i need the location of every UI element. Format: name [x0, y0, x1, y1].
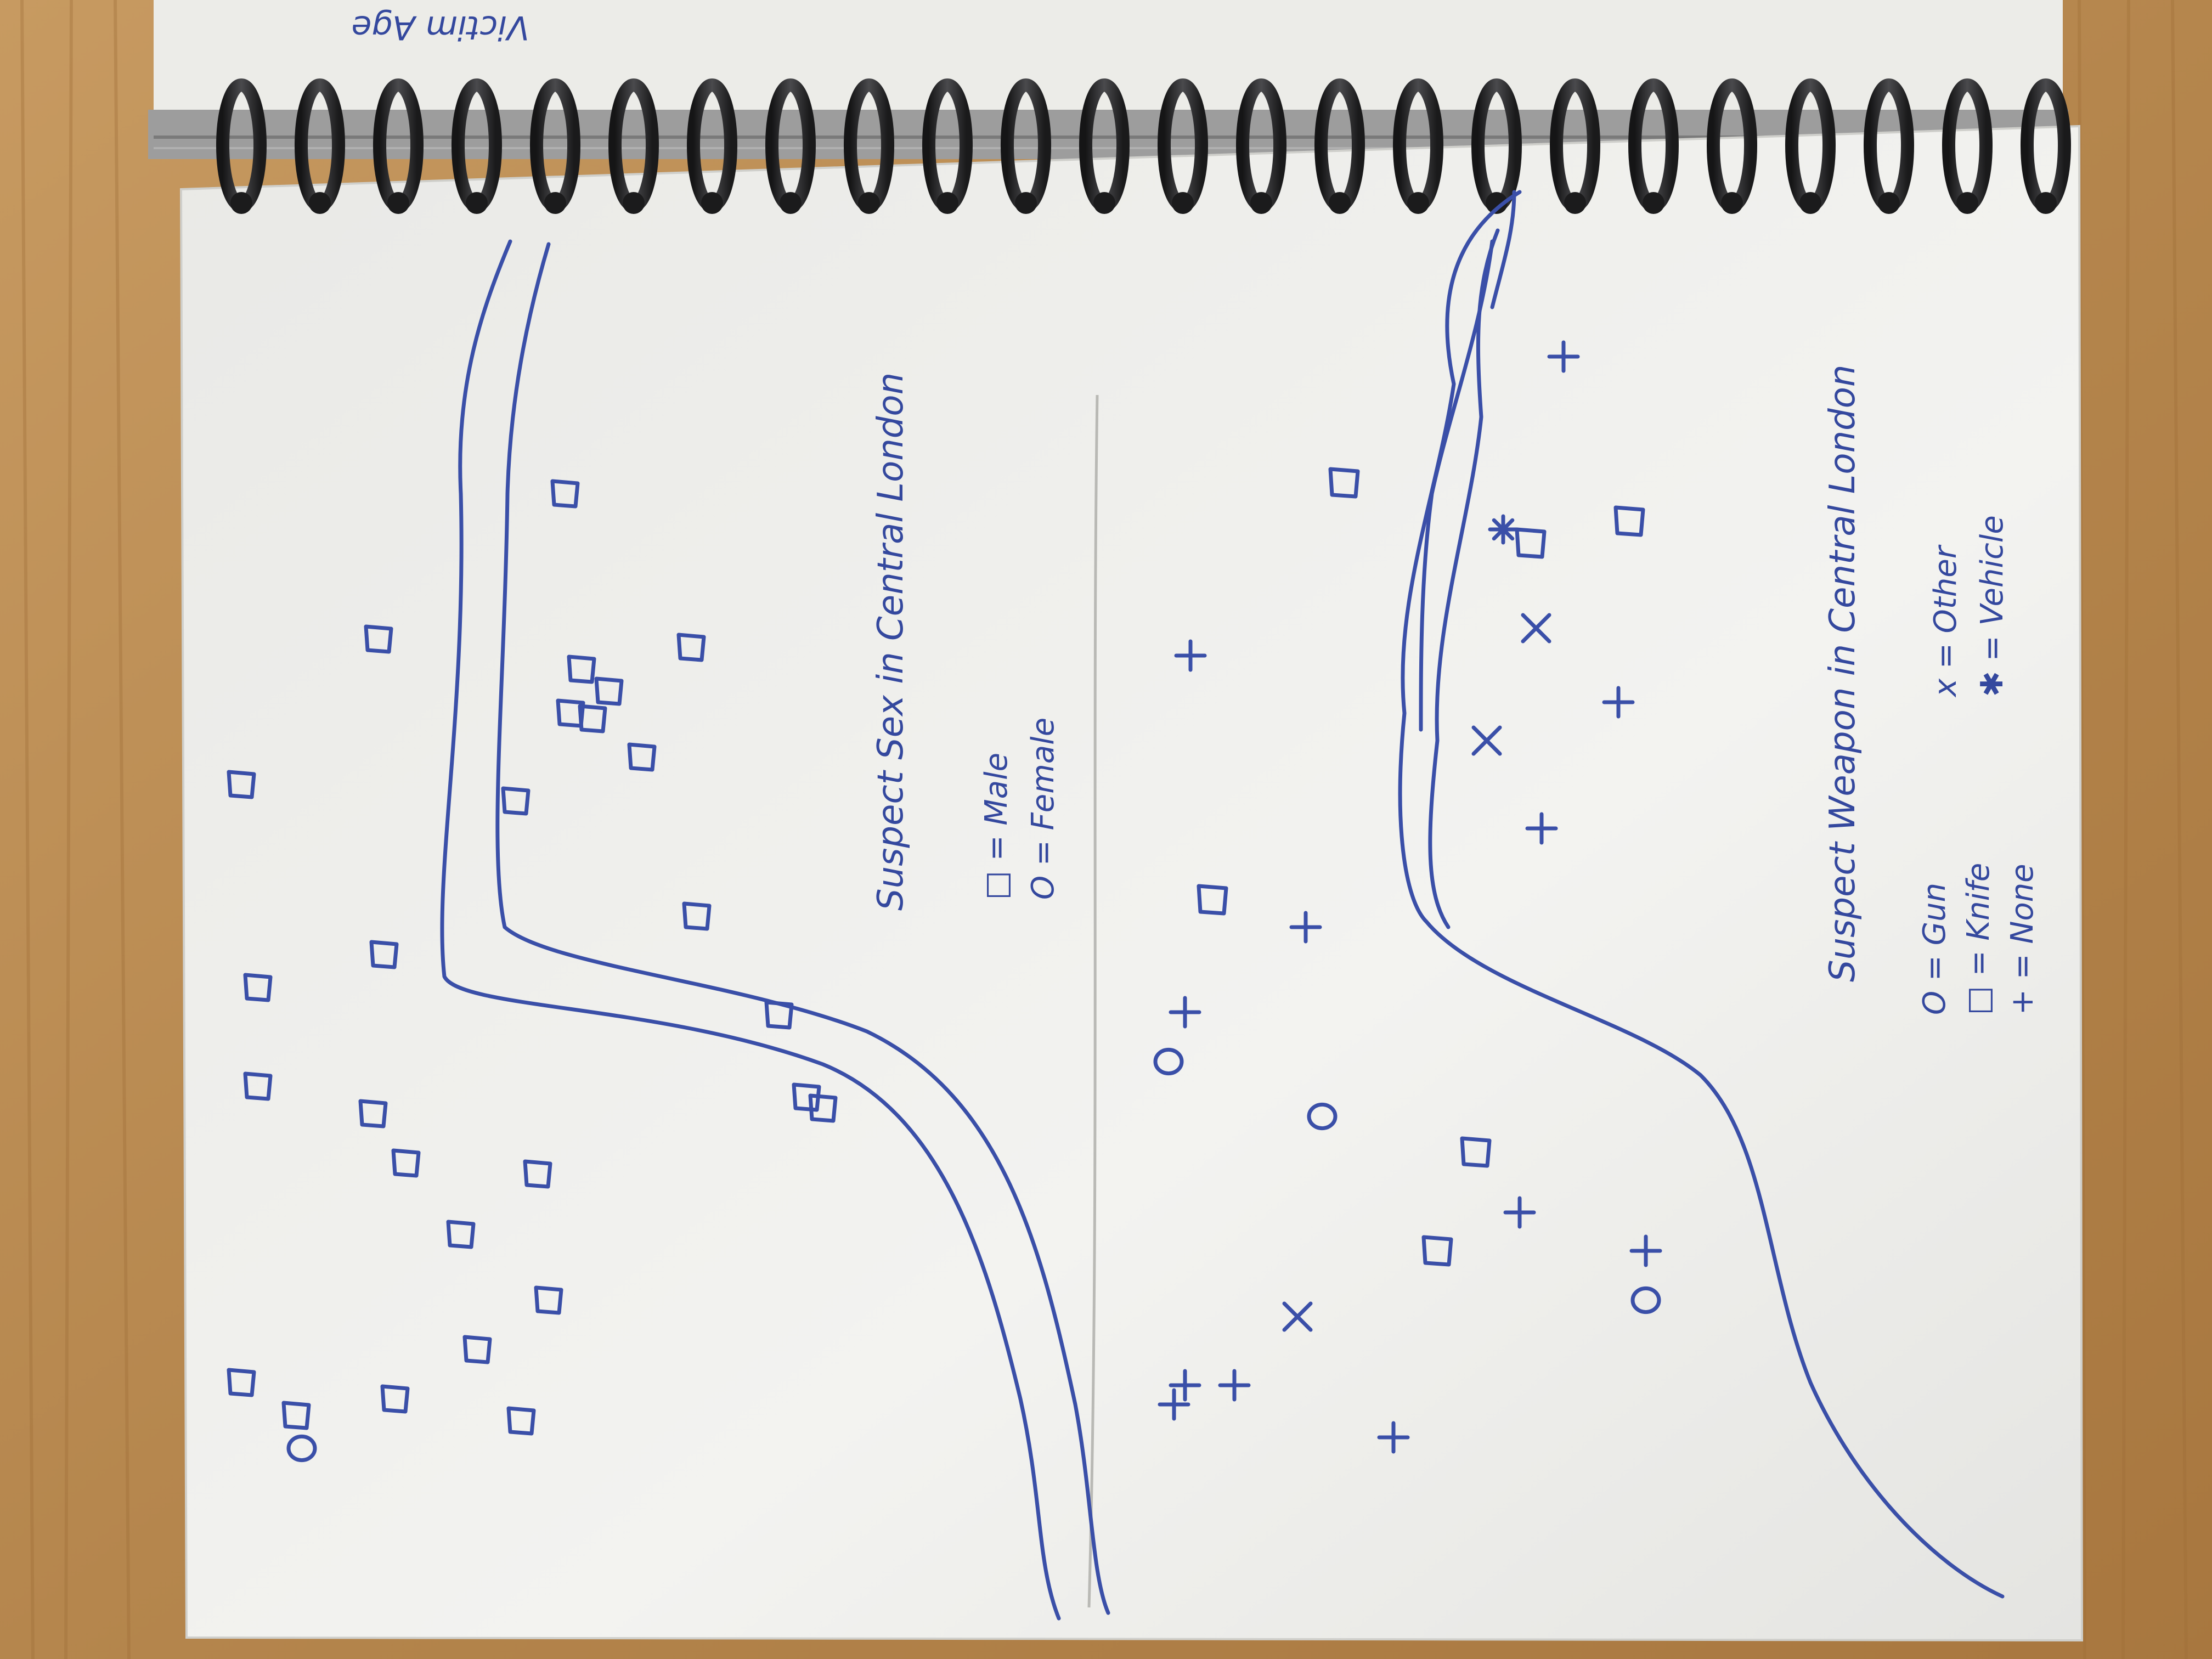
legend-vehicle: ✱ = Vehicle	[1974, 515, 2010, 697]
knife-marker	[1460, 1136, 1492, 1168]
spiral-ring	[687, 78, 737, 214]
gun-marker	[1307, 1102, 1338, 1131]
spiral-ring	[922, 78, 973, 214]
knife-marker	[676, 633, 706, 662]
knife-marker	[358, 1099, 388, 1128]
knife-marker	[534, 1285, 563, 1315]
spiral-ring	[608, 78, 659, 214]
knife-marker	[227, 770, 256, 799]
spiral-ring	[1158, 78, 1208, 214]
legend-none: + = None	[2005, 864, 2040, 1015]
spiral-ring	[1864, 78, 1914, 214]
legend-male: □ = Male	[979, 753, 1014, 900]
none-marker	[1629, 1234, 1662, 1267]
legend-gun: O = Gun	[1917, 883, 1953, 1015]
knife-marker	[1197, 884, 1228, 916]
spiral-ring	[1001, 78, 1051, 214]
gun-marker	[1153, 1047, 1184, 1076]
legend-map-sex: Suspect Sex in Central London □ = Male O…	[871, 373, 1061, 911]
knife-marker	[501, 786, 531, 816]
spiral-ring	[1550, 78, 1600, 214]
gun-marker	[286, 1434, 317, 1463]
knife-marker	[506, 1406, 536, 1436]
spiral-binding	[216, 78, 2071, 214]
spiral-ring	[1314, 78, 1365, 214]
none-marker	[1169, 996, 1201, 1029]
knife-marker	[792, 1082, 821, 1112]
legend-other: x = Other	[1928, 544, 1963, 698]
knife-marker	[391, 1148, 421, 1178]
knife-marker	[567, 654, 596, 684]
knife-marker	[523, 1159, 552, 1189]
knife-marker	[1328, 467, 1360, 499]
spiral-ring	[1393, 78, 1443, 214]
spiral-ring	[1236, 78, 1286, 214]
spiral-ring	[452, 78, 502, 214]
knife-marker	[1613, 505, 1645, 537]
legend-map-weapon: Suspect Weapon in Central London O = Gun…	[1822, 365, 2040, 1015]
spiral-ring	[1471, 78, 1522, 214]
knife-marker	[380, 1384, 410, 1414]
knife-marker	[462, 1335, 492, 1364]
legend-knife: □ = Knife	[1961, 863, 1996, 1015]
none-marker	[1377, 1421, 1410, 1454]
other-marker	[1282, 1301, 1313, 1332]
top-note: Victim Age	[352, 8, 529, 47]
spiral-ring	[844, 78, 894, 214]
none-marker	[1289, 911, 1322, 944]
river-map-weapon	[1398, 190, 2005, 1599]
spiral-ring	[765, 78, 816, 214]
spiral-ring	[2021, 78, 2071, 214]
none-marker	[1158, 1388, 1190, 1421]
none-marker	[1218, 1369, 1251, 1402]
none-marker	[1547, 340, 1580, 373]
other-marker	[1521, 613, 1551, 644]
spiral-ring	[1707, 78, 1757, 214]
map-markers	[227, 340, 1662, 1463]
spiral-ring	[1079, 78, 1130, 214]
knife-marker	[808, 1093, 838, 1123]
knife-marker	[243, 973, 273, 1002]
none-marker	[1602, 686, 1635, 719]
page-fold	[1087, 394, 1099, 1608]
knife-marker	[369, 940, 399, 969]
gun-marker	[1630, 1286, 1661, 1314]
other-marker	[1471, 725, 1502, 756]
spiral-ring	[295, 78, 345, 214]
vehicle-marker	[1488, 514, 1519, 545]
knife-marker	[446, 1220, 476, 1249]
knife-marker	[627, 742, 657, 772]
none-marker	[1169, 1369, 1201, 1402]
knife-marker	[550, 479, 580, 509]
legend-female: O = Female	[1025, 718, 1061, 900]
knife-marker	[227, 1368, 256, 1397]
knife-marker	[281, 1401, 311, 1430]
spiral-ring	[1785, 78, 1836, 214]
knife-marker	[556, 698, 585, 728]
river-map-sex	[440, 239, 1110, 1621]
knife-marker	[594, 676, 624, 706]
map-sex-title: Suspect Sex in Central London	[871, 373, 911, 911]
knife-marker	[682, 901, 712, 931]
notebook-page	[179, 125, 2084, 1642]
knife-marker	[364, 624, 393, 654]
spiral-ring	[1942, 78, 1993, 214]
spiral-ring	[373, 78, 424, 214]
knife-marker	[1421, 1235, 1453, 1267]
spiral-ring	[530, 78, 580, 214]
knife-marker	[1515, 527, 1547, 559]
none-marker	[1503, 1196, 1536, 1229]
none-marker	[1174, 639, 1207, 672]
none-marker	[1525, 812, 1558, 845]
spiral-ring	[216, 78, 267, 214]
knife-marker	[764, 1000, 794, 1030]
knife-marker	[243, 1071, 273, 1101]
spiral-ring	[1628, 78, 1679, 214]
map-weapon-title: Suspect Weapon in Central London	[1822, 365, 1863, 983]
